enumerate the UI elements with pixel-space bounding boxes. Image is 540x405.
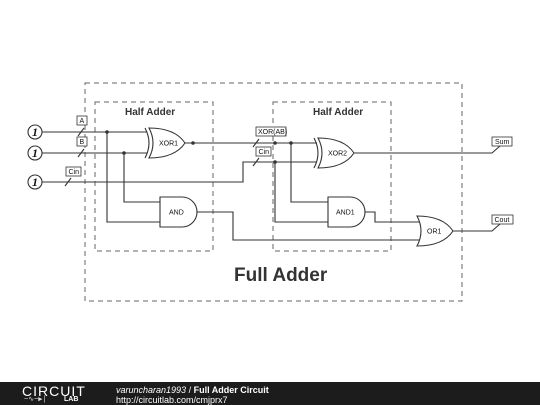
tag-sum-box	[491, 136, 513, 147]
xor1-back-curve	[144, 127, 150, 159]
input-source-b[interactable]: 1	[27, 145, 43, 161]
full-adder-title: Full Adder	[234, 265, 328, 286]
half-adder-2-label: Half Adder	[313, 107, 363, 118]
tag-a-text: A	[80, 118, 85, 125]
gate-or1[interactable]: OR1	[416, 215, 454, 247]
tag-cin-slash	[64, 177, 72, 187]
tag-xorab-slash	[252, 138, 260, 148]
tag-cin-inner-slash	[252, 157, 260, 167]
source-a-value: 1	[32, 125, 38, 139]
circuitlab-logo-sub: LAB	[64, 396, 79, 403]
tag-cin-box	[65, 166, 82, 177]
junction-xor1-out	[191, 141, 195, 145]
attribution-separator: /	[186, 385, 194, 395]
wire-xorab-to-and1	[290, 143, 328, 203]
source-b-value: 1	[32, 146, 38, 160]
tag-a-box	[76, 115, 88, 126]
source-cin-value: 1	[32, 175, 38, 189]
and1-label: AND1	[336, 210, 355, 217]
circuit-attribution: varuncharan1993 / Full Adder Circuit	[116, 385, 269, 395]
gate-xor1[interactable]: XOR1	[144, 127, 186, 159]
junction-a	[105, 130, 109, 134]
input-source-cin[interactable]: 1	[27, 174, 43, 190]
wire-and1-to-or1	[365, 211, 420, 223]
junction-xorab-and1	[289, 141, 293, 145]
tag-cin-text: Cin	[69, 169, 80, 176]
half-adder-1-label: Half Adder	[125, 107, 175, 118]
tag-b-box	[76, 136, 88, 147]
input-source-a[interactable]: 1	[27, 124, 43, 140]
schematic-canvas: Half Adder Half Adder Full Adder 1 1 1 A…	[27, 82, 514, 302]
xor1-body	[148, 127, 186, 159]
output-sum-label: Sum	[495, 139, 510, 146]
gate-and1[interactable]: AND1	[327, 196, 366, 228]
and1-body	[327, 196, 366, 228]
wire-sum	[354, 145, 501, 154]
tag-b-slash	[77, 148, 85, 158]
tag-cout-box	[491, 214, 514, 225]
wire-and-to-or1	[197, 211, 420, 241]
junction-b	[122, 151, 126, 155]
tag-a-slash	[77, 127, 85, 137]
output-cout-label: Cout	[495, 217, 510, 224]
xor2-label: XOR2	[328, 151, 347, 158]
wire-cin-to-and1	[274, 162, 328, 223]
wire-cin	[42, 161, 261, 183]
half-adder-1-boundary	[94, 101, 214, 252]
gate-xor2[interactable]: XOR2	[313, 137, 355, 169]
gate-and[interactable]: AND	[159, 196, 198, 228]
xor1-label: XOR1	[159, 141, 178, 148]
half-adder-2-boundary	[272, 101, 392, 252]
circuit-url[interactable]: http://circuitlab.com/cmjprx7	[116, 395, 228, 405]
full-adder-boundary	[84, 82, 463, 302]
wire-b-to-and	[123, 153, 160, 203]
and-label: AND	[169, 210, 184, 217]
circuit-name[interactable]: Full Adder Circuit	[193, 385, 269, 395]
tag-cin-inner-text: Cin	[259, 149, 270, 156]
tag-xorab-box	[255, 126, 287, 137]
wire-cout	[453, 223, 501, 232]
junction-cin-inner	[273, 160, 277, 164]
circuitlab-logo[interactable]: CIRCUIT	[22, 383, 86, 399]
or1-label: OR1	[427, 229, 442, 236]
and-body	[159, 196, 198, 228]
footer-bar: CIRCUIT ~∿~▶| LAB varuncharan1993 / Full…	[0, 382, 540, 405]
wire-a-to-and	[106, 132, 160, 223]
tag-xorab-text: XOR(AB)	[258, 129, 287, 136]
tag-b-text: B	[80, 139, 85, 146]
circuitlab-logo-glyph: ~∿~▶|	[24, 396, 47, 404]
tag-cin-inner-box	[255, 146, 272, 157]
junction-xor-ab	[273, 141, 277, 145]
author-name[interactable]: varuncharan1993	[116, 385, 187, 395]
xor2-body	[317, 137, 355, 169]
xor2-back-curve	[313, 137, 319, 169]
or1-body	[416, 215, 454, 247]
